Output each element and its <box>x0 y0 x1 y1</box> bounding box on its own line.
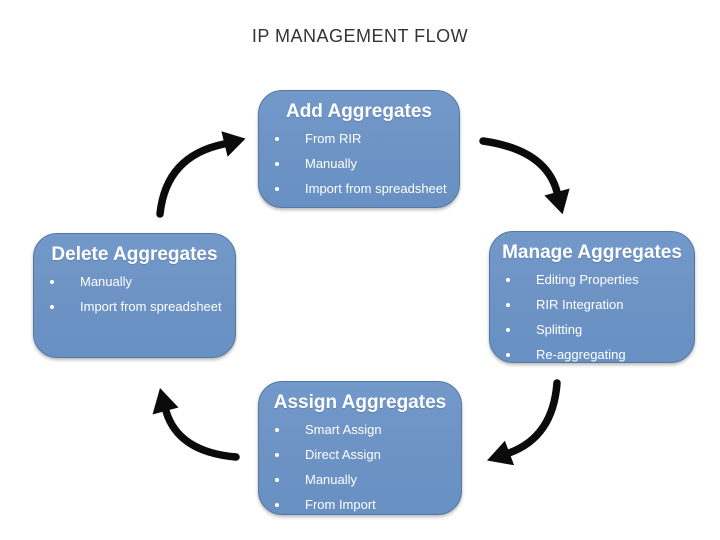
arrow-delete-to-add <box>156 131 246 218</box>
list-item-label: Smart Assign <box>305 422 382 437</box>
list-item-label: Splitting <box>536 322 583 337</box>
arrow-delete-to-add-curve <box>156 140 228 218</box>
list-item-label: From Import <box>305 497 376 512</box>
arrow-assign-to-delete <box>152 388 240 461</box>
bullet-icon <box>275 503 279 507</box>
list-item: Import from spreadsheet <box>259 176 459 201</box>
list-item-label: Direct Assign <box>305 447 381 462</box>
list-item: Import from spreadsheet <box>34 294 235 319</box>
box-heading: Delete Aggregates <box>51 244 218 265</box>
arrow-manage-to-assign <box>487 379 561 466</box>
box-item-list: Editing Properties RIR Integration Split… <box>490 267 694 367</box>
list-item: From RIR <box>259 126 459 151</box>
flow-box-delete-aggregates: Delete Aggregates Manually Import from s… <box>33 233 236 358</box>
flow-box-add-aggregates: Add Aggregates From RIR Manually Import … <box>258 90 460 208</box>
bullet-icon <box>506 328 510 332</box>
box-heading: Manage Aggregates <box>502 242 682 263</box>
bullet-icon <box>275 478 279 482</box>
page-title: IP MANAGEMENT FLOW <box>251 26 469 46</box>
arrow-manage-to-assign-curve <box>505 379 561 457</box>
flow-box-manage-aggregates: Manage Aggregates Editing Properties RIR… <box>489 231 695 363</box>
arrow-assign-to-delete-head <box>152 388 179 415</box>
bullet-icon <box>50 305 54 309</box>
box-heading: Add Aggregates <box>285 101 433 122</box>
list-item-label: Import from spreadsheet <box>305 181 447 196</box>
list-item: Smart Assign <box>259 417 461 442</box>
flow-box-assign-aggregates: Assign Aggregates Smart Assign Direct As… <box>258 381 462 515</box>
list-item: Direct Assign <box>259 442 461 467</box>
bullet-icon <box>506 278 510 282</box>
bullet-icon <box>506 353 510 357</box>
list-item: Manually <box>34 269 235 294</box>
list-item-label: Manually <box>305 472 358 487</box>
box-item-list: Smart Assign Direct Assign Manually From… <box>259 417 461 517</box>
list-item: RIR Integration <box>490 292 694 317</box>
bullet-icon <box>275 137 279 141</box>
bullet-icon <box>506 303 510 307</box>
arrow-assign-to-delete-curve <box>162 407 240 461</box>
arrow-add-to-manage-head <box>544 188 570 215</box>
box-item-list: Manually Import from spreadsheet <box>34 269 235 319</box>
arrow-manage-to-assign-head <box>487 440 515 466</box>
list-item: Editing Properties <box>490 267 694 292</box>
bullet-icon <box>50 280 54 284</box>
box-heading: Assign Aggregates <box>273 392 447 413</box>
arrow-add-to-manage <box>479 137 570 215</box>
arrow-add-to-manage-curve <box>479 137 561 196</box>
list-item: Manually <box>259 467 461 492</box>
bullet-icon <box>275 453 279 457</box>
list-item-label: Manually <box>305 156 358 171</box>
list-item: Manually <box>259 151 459 176</box>
list-item-label: RIR Integration <box>536 297 624 312</box>
list-item: From Import <box>259 492 461 517</box>
arrow-delete-to-add-head <box>221 131 246 157</box>
list-item: Splitting <box>490 317 694 342</box>
list-item-label: Import from spreadsheet <box>80 299 222 314</box>
list-item-label: Manually <box>80 274 133 289</box>
list-item: Re-aggregating <box>490 342 694 367</box>
list-item-label: From RIR <box>305 131 362 146</box>
bullet-icon <box>275 162 279 166</box>
box-item-list: From RIR Manually Import from spreadshee… <box>259 126 459 201</box>
list-item-label: Editing Properties <box>536 272 639 287</box>
bullet-icon <box>275 187 279 191</box>
list-item-label: Re-aggregating <box>536 347 626 362</box>
bullet-icon <box>275 428 279 432</box>
